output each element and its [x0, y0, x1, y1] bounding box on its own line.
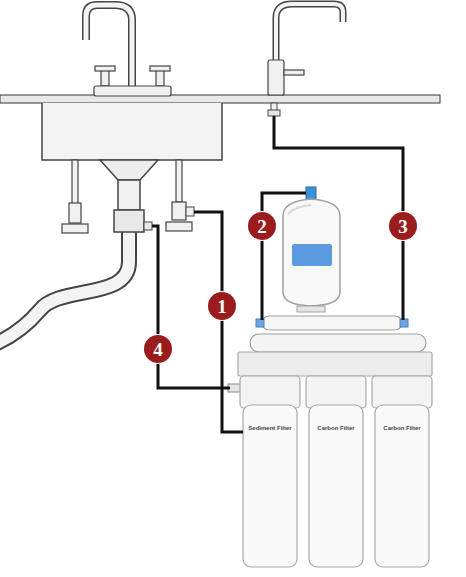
supply-pipe — [72, 160, 78, 205]
ro-faucet-spout-outline — [276, 4, 343, 84]
housing-cap — [240, 376, 300, 408]
housing-cap — [306, 376, 366, 408]
ro-faucet-body — [268, 60, 284, 95]
drain-tee — [114, 210, 144, 232]
post-filter — [262, 316, 402, 330]
ro-faucet-nut — [268, 110, 280, 116]
part-label: Carbon Filter — [316, 425, 355, 432]
faucet-tube — [274, 116, 403, 320]
sink-basin — [42, 103, 222, 160]
drain-pipe — [118, 180, 140, 210]
fitting — [400, 319, 408, 327]
filter-housing — [309, 405, 363, 567]
filter-housing — [375, 405, 429, 567]
valve-body — [172, 202, 186, 220]
faucet-spout-outline — [86, 5, 132, 86]
tank-tube — [262, 193, 306, 320]
valve-handle — [62, 224, 88, 233]
p-trap — [0, 232, 129, 344]
valve-body — [69, 203, 81, 223]
faucet-spout — [86, 5, 132, 86]
fitting — [256, 319, 264, 327]
housing-cap — [372, 376, 432, 408]
callout-number: 2 — [248, 212, 276, 240]
tank-highlight — [288, 205, 311, 214]
callout-number: 4 — [144, 335, 172, 363]
callout-number: 1 — [208, 292, 236, 320]
ro-faucet-spout — [276, 4, 343, 84]
filter-housing — [243, 405, 297, 567]
countertop — [0, 95, 440, 103]
valve-tee — [186, 207, 194, 216]
faucet-handle — [95, 66, 115, 71]
valve-handle — [166, 222, 192, 231]
feed-tube — [194, 212, 243, 432]
faucet-handle — [150, 66, 170, 71]
storage-tank — [283, 199, 340, 306]
part-label: Carbon Filter — [382, 425, 421, 432]
part-label: Sediment Filter — [247, 425, 292, 432]
p-trap-outline — [0, 232, 129, 344]
supply-pipe — [176, 160, 182, 202]
drain-saddle — [144, 222, 152, 230]
mounting-bracket — [238, 352, 432, 376]
callout-number: 3 — [389, 212, 417, 240]
ro-faucet-lever — [284, 70, 304, 75]
membrane-housing — [250, 334, 426, 352]
faucet-base — [94, 86, 171, 96]
tank-stand — [297, 306, 325, 312]
drain-cone — [100, 160, 158, 180]
tank-sticker — [292, 244, 332, 266]
